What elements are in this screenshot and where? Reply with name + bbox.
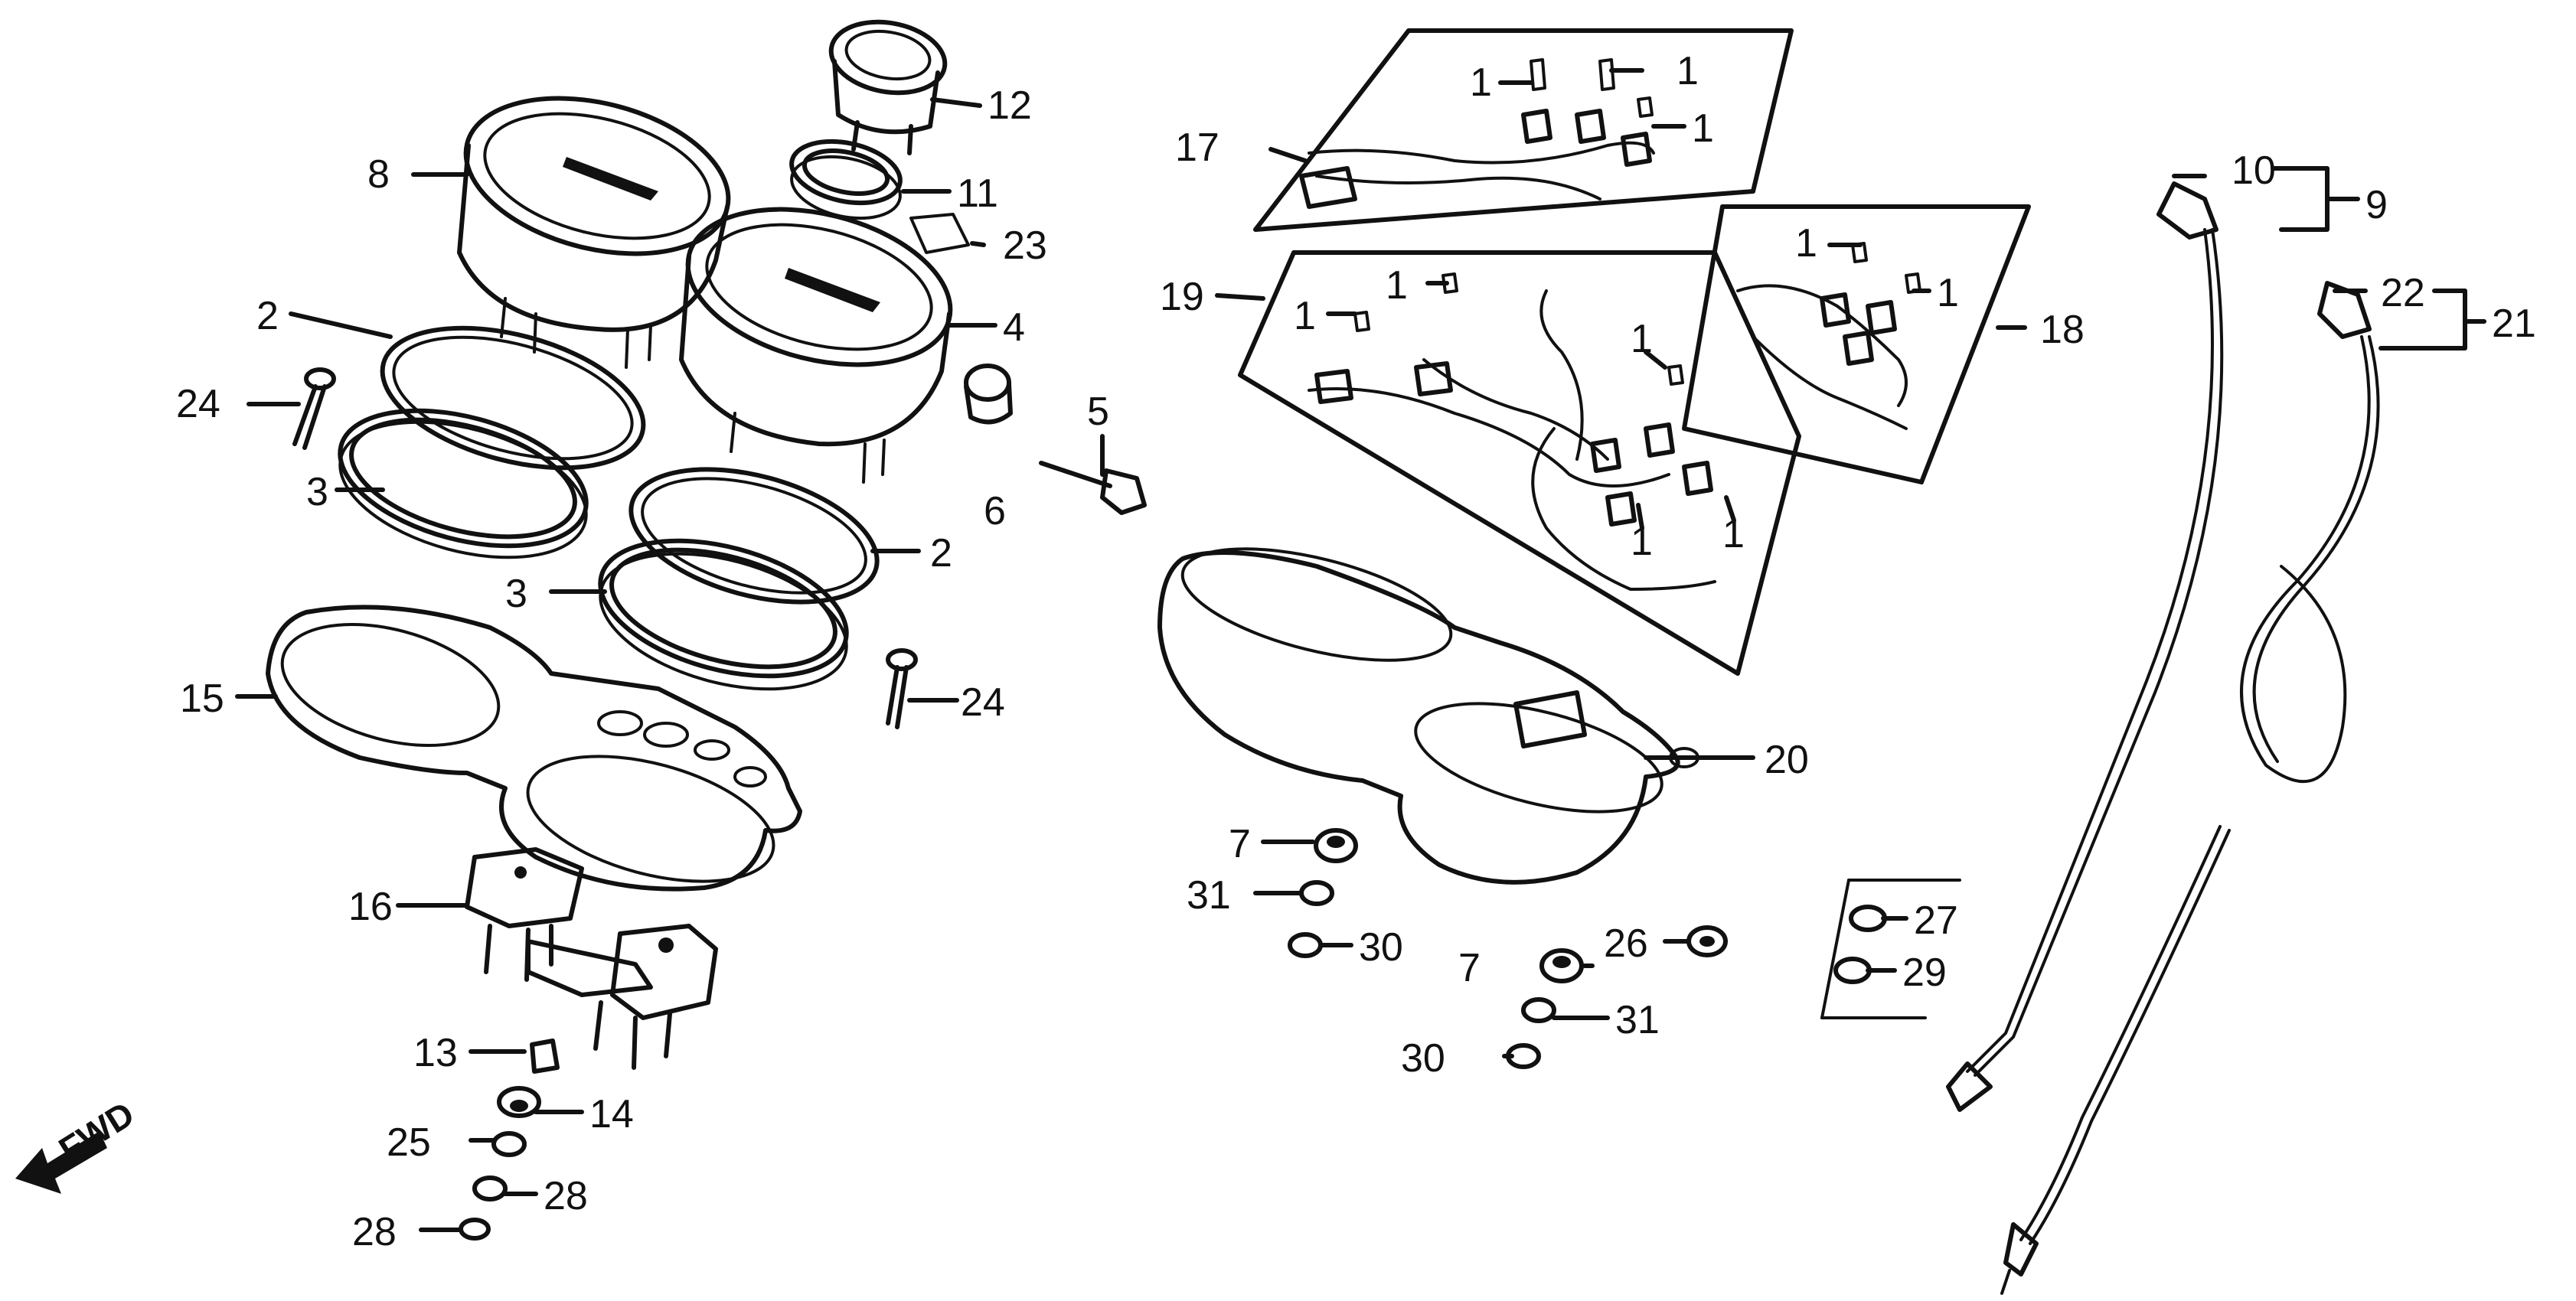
callout-1f: 1 [1294, 294, 1316, 338]
washer-28-a [472, 1175, 508, 1202]
callout-31b: 31 [1615, 998, 1660, 1042]
callout-24: 24 [176, 382, 220, 426]
callout-1h: 1 [1631, 317, 1653, 361]
callout-5: 5 [1087, 390, 1109, 434]
callout-18: 18 [2040, 308, 2085, 352]
callout-31: 31 [1187, 873, 1231, 918]
harness-panel-18 [1682, 204, 2031, 484]
rubber-ring [789, 139, 903, 220]
callout-28: 28 [544, 1174, 588, 1218]
callout-3: 3 [306, 470, 328, 514]
callout-4: 4 [1003, 305, 1025, 350]
bolt-left [292, 367, 336, 450]
small-cap-13 [530, 1039, 560, 1074]
callout-17: 17 [1175, 126, 1219, 170]
gasket-right [628, 467, 880, 605]
callout-labels: 8 2 24 3 12 11 23 4 5 6 2 3 24 15 16 13 … [52, 49, 2536, 1254]
reset-knob [964, 364, 1013, 425]
washer-28-b [459, 1218, 491, 1241]
forward-label: FWD [52, 1094, 141, 1170]
callout-11: 11 [957, 171, 998, 216]
nut-26 [1686, 925, 1728, 957]
bolt-right [886, 648, 918, 729]
callout-1c: 1 [1692, 106, 1714, 151]
callout-30: 30 [1359, 925, 1403, 970]
callout-10: 10 [2232, 148, 2276, 193]
callout-24b: 24 [961, 680, 1005, 725]
callout-29: 29 [1902, 950, 1947, 995]
callout-12: 12 [988, 83, 1032, 128]
callout-13: 13 [413, 1031, 458, 1075]
callout-8: 8 [367, 152, 390, 197]
callout-1d: 1 [1795, 221, 1817, 266]
nut-14 [497, 1086, 541, 1118]
callout-7b: 7 [1458, 946, 1481, 990]
harness-panel-19 [1238, 250, 1801, 676]
grommet-7-a [1314, 828, 1358, 863]
callout-1a: 1 [1470, 60, 1492, 105]
lens-ring-right [598, 538, 849, 691]
trip-reset-shaft [1039, 461, 1147, 515]
callout-1i: 1 [1631, 520, 1653, 564]
callout-25: 25 [387, 1120, 431, 1165]
speedometer-housing [457, 96, 731, 369]
forward-direction-arrow [15, 1131, 107, 1194]
callout-1j: 1 [1722, 512, 1745, 556]
tachometer-small-unit [828, 19, 948, 155]
callout-2b: 2 [930, 531, 952, 576]
nut-30-a [1288, 932, 1323, 958]
callout-1e: 1 [1937, 271, 1959, 315]
callout-20: 20 [1765, 738, 1809, 782]
callout-15: 15 [180, 677, 224, 721]
callout-30b: 30 [1401, 1036, 1445, 1081]
callout-19: 19 [1160, 275, 1204, 319]
washer-25 [491, 1131, 527, 1157]
callout-2: 2 [256, 294, 279, 338]
grommet-7-b [1539, 948, 1584, 983]
bulb-socket-bracket [465, 847, 718, 1070]
callout-14: 14 [589, 1092, 634, 1136]
callout-28b: 28 [352, 1210, 397, 1254]
callout-21: 21 [2492, 302, 2536, 346]
small-plate [909, 213, 970, 254]
callout-26: 26 [1604, 921, 1648, 966]
callout-3b: 3 [505, 572, 527, 616]
washer-31-a [1299, 880, 1334, 906]
callout-16: 16 [348, 885, 393, 929]
callout-1b: 1 [1677, 49, 1699, 93]
callout-22: 22 [2381, 271, 2425, 315]
callout-27: 27 [1914, 898, 1958, 943]
callout-7: 7 [1229, 822, 1251, 866]
callout-6: 6 [984, 489, 1006, 533]
callout-1g: 1 [1386, 263, 1408, 308]
callout-23: 23 [1003, 223, 1047, 268]
meter-front-cover [266, 605, 802, 892]
gasket-left [380, 325, 646, 471]
tachometer-cable [2000, 281, 2380, 1295]
harness-panel-17 [1253, 28, 1794, 232]
speedometer-cable [1946, 181, 2224, 1112]
leader-lines [235, 68, 2486, 1232]
tachometer-housing [679, 207, 953, 484]
washer-31-b [1521, 997, 1556, 1023]
lens-ring-left [338, 408, 589, 559]
callout-9: 9 [2365, 183, 2388, 227]
